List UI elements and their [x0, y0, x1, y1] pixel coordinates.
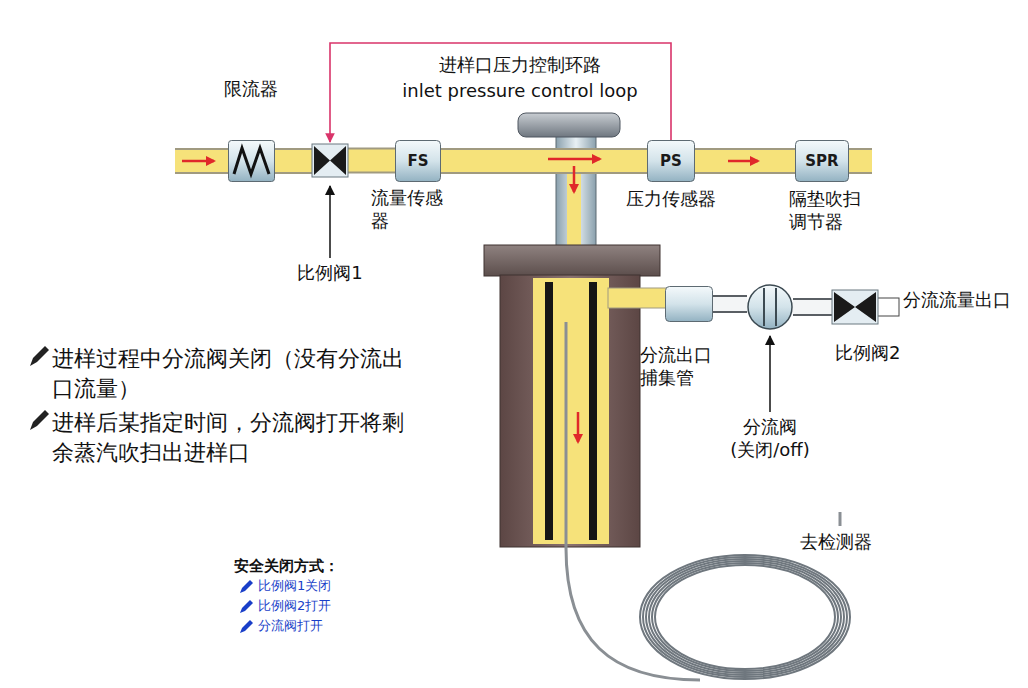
- part-label: 隔垫吹扫调节器: [789, 188, 867, 233]
- safety-item: 比例阀1关闭: [258, 578, 331, 595]
- detector-label: 去检测器: [800, 530, 872, 553]
- column-tube: [839, 512, 842, 526]
- loop-label: inlet pressure control loop: [402, 79, 637, 102]
- septum-purge-box: SPR隔垫吹扫调节器: [795, 140, 849, 182]
- pipe-core: [441, 150, 647, 172]
- split-line: [608, 288, 668, 308]
- pressure-sensor-box: PS压力传感器: [647, 140, 695, 182]
- tube-core: [793, 300, 832, 314]
- leader-arrow: [769, 336, 771, 412]
- proportional-valve: 比例阀1: [312, 144, 348, 177]
- inlet-nut: [484, 245, 660, 276]
- pencil-icon: [240, 580, 253, 633]
- tube-wall: [793, 298, 832, 316]
- septum-cap: [518, 113, 620, 137]
- liner-space: [533, 278, 609, 544]
- split-tube: [713, 304, 747, 305]
- box-shape: [665, 286, 713, 322]
- tube-core: [713, 297, 747, 311]
- flow-sensor-box: FS流量传感器: [395, 140, 441, 182]
- pipe-wall: [695, 148, 795, 174]
- part-label: 分流出口捕集管: [640, 344, 718, 389]
- tube-wall: [713, 295, 747, 313]
- outlet-label: 分流流量出口: [903, 288, 1011, 311]
- split-valve-circle: 分流阀 (关闭/off): [747, 284, 793, 330]
- bowtie-shape: [312, 144, 348, 177]
- node-label: PS: [647, 140, 695, 182]
- inlet-body: [500, 275, 640, 547]
- pipe-stub: [846, 148, 872, 174]
- part-label: 分流阀 (关闭/off): [718, 416, 822, 461]
- part-label: 压力传感器: [626, 188, 716, 211]
- control-loop-line: [330, 43, 671, 142]
- split-trap-box: 分流出口捕集管: [665, 286, 713, 322]
- pipe-stub: [846, 150, 872, 172]
- flow-arrow: [182, 159, 758, 442]
- restrictor-box: 限流器: [228, 140, 275, 182]
- outlet-stub: [877, 298, 899, 316]
- part-label: 比例阀1: [297, 262, 362, 285]
- gas-pipe: [275, 161, 312, 162]
- gas-pipe: [348, 160, 395, 161]
- restrictor-shape: [228, 140, 275, 182]
- pencil-icon: [30, 346, 49, 430]
- column-coil: [640, 555, 850, 679]
- proportional-valve: 比例阀2: [832, 290, 878, 324]
- liner-wall: [589, 282, 597, 540]
- gas-pipe: [441, 161, 647, 162]
- control-line: [330, 43, 671, 142]
- pipe-wall: [275, 148, 312, 174]
- bowtie-shape: [832, 290, 878, 324]
- note-text: 进样过程中分流阀关闭（没有分流出口流量）: [52, 344, 424, 404]
- part-label: 限流器: [224, 78, 278, 101]
- pipe-wall: [441, 148, 647, 174]
- safety-title: 安全关闭方式：: [234, 557, 339, 577]
- note-text: 进样后某指定时间，分流阀打开将剩余蒸汽吹扫出进样口: [52, 408, 424, 468]
- pipe-wall: [348, 148, 395, 174]
- safety-item: 分流阀打开: [258, 618, 323, 635]
- liner-wall: [545, 282, 553, 540]
- node-label: FS: [395, 140, 441, 182]
- part-label: 比例阀2: [835, 342, 900, 365]
- pipe-stub: [175, 148, 230, 174]
- node-label: SPR: [795, 140, 849, 182]
- part-label: 流量传感器: [371, 187, 445, 232]
- leader-arrow: [329, 186, 331, 258]
- gas-pipe: [695, 161, 795, 162]
- circle-shape: [747, 284, 793, 330]
- safety-item: 比例阀2打开: [258, 598, 331, 615]
- pipe-core: [348, 150, 395, 172]
- pipe-core: [275, 150, 312, 172]
- pipe-stub: [175, 150, 230, 172]
- loop-label: 进样口压力控制环路: [439, 53, 601, 76]
- pipe-core: [695, 150, 795, 172]
- split-tube: [793, 307, 832, 308]
